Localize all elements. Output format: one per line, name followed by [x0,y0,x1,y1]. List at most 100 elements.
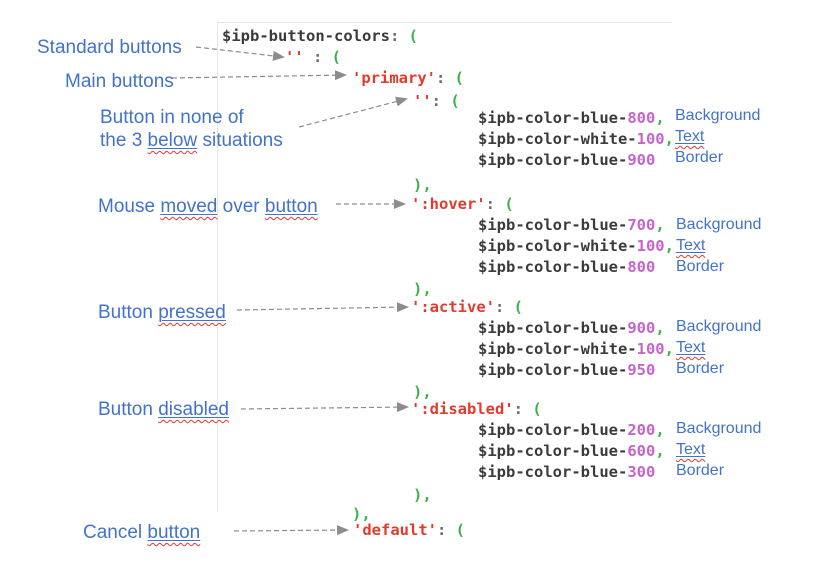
legend-label-text: Text [675,129,704,145]
code-line: 'primary': ( [352,70,464,87]
misspelled-word: moved [160,196,217,217]
code-line: $ipb-color-blue-200, [478,422,665,439]
code-token: 100 [636,130,665,148]
legend-label-border: Border [675,150,723,166]
label-text: the 3 [100,130,148,151]
code-token: , [655,442,665,460]
code-token: $ipb-color-blue- [478,421,628,439]
label-button-disabled: Button disabled [98,398,229,421]
label-text: Background [676,318,762,335]
code-token: 'default' [353,521,437,539]
misspelled-word: Text [676,237,705,254]
code-token: ':hover' [411,195,486,213]
code-token: : [437,521,456,539]
label-text: Background [676,420,762,437]
label-text: over [217,196,265,217]
code-line: $ipb-color-blue-800, [478,110,665,127]
misspelled-word: Text [676,339,705,356]
code-token: ( [331,48,342,66]
label-line: the 3 below situations [100,129,283,152]
code-token: ( [450,92,460,110]
label-line: Button pressed [98,301,226,324]
misspelled-word-text: Text [676,441,706,458]
code-token: : [513,400,533,418]
misspelled-word-text: below [147,130,198,151]
code-token: $ipb-color-white- [478,130,637,148]
legend-label-border: Border [676,361,724,377]
label-text: Background [676,216,762,233]
label-text: Border [676,258,725,275]
code-token: 900 [627,151,656,169]
label-text: Border [676,360,725,377]
label-line: Cancel button [83,521,200,544]
code-line: $ipb-color-blue-300 [478,464,655,481]
code-line: 'default': ( [353,522,465,539]
label-line: Main buttons [65,70,174,93]
legend-label-text: Text [676,238,705,254]
misspelled-word-text: Text [675,128,705,145]
code-token: : [495,298,514,316]
label-line: Standard buttons [37,36,182,59]
code-line: ), [413,487,432,504]
code-line: ':disabled': ( [411,401,542,418]
code-token: $ipb-color-blue- [478,258,628,276]
code-line: ':hover': ( [411,196,514,213]
code-token: ':active' [411,298,495,316]
code-token: 950 [627,361,656,379]
code-token: ( [532,400,542,418]
label-main-buttons: Main buttons [65,70,174,93]
code-line: ), [413,384,432,401]
misspelled-word: Text [676,441,705,458]
annotation-arrow [236,302,409,313]
code-token: : [485,195,505,213]
code-line: ), [413,177,432,194]
code-line: '' : ( [285,49,341,66]
label-text: Button [98,302,159,323]
legend-label-background: Background [676,421,761,437]
misspelled-word-text: disabled [158,399,229,420]
label-standard-buttons: Standard buttons [37,36,182,59]
code-line: $ipb-color-blue-900 [478,152,655,169]
code-token: , [655,319,665,337]
code-token: , [664,237,674,255]
code-token: ), [413,176,432,194]
legend-label-border: Border [676,259,724,275]
code-line: ), [413,281,432,298]
code-token: '' [285,48,304,66]
code-token: , [655,421,665,439]
code-token: : [436,69,455,87]
label-mouse-over: Mouse moved over button [98,195,318,218]
code-line: $ipb-color-blue-800 [478,259,655,276]
code-token: 900 [627,319,656,337]
code-token: ( [454,69,465,87]
code-token: ( [504,195,514,213]
code-line: $ipb-color-blue-700, [478,217,665,234]
code-token: , [664,130,674,148]
code-token: $ipb-color-blue- [478,442,628,460]
code-line: $ipb-color-blue-600, [478,443,665,460]
misspelled-word: below [148,130,198,151]
label-text: Button [98,399,159,420]
annotation-arrow [233,525,349,536]
code-token: ), [413,486,432,504]
code-token: 100 [636,237,665,255]
code-token: $ipb-color-white- [478,237,637,255]
code-token: ), [352,505,371,523]
code-token: 100 [636,340,665,358]
misspelled-word-text: moved [160,196,218,217]
code-token: $ipb-color-blue- [478,216,628,234]
misspelled-word-text: button [147,522,201,543]
code-line: ), [352,506,371,523]
legend-label-text: Text [676,340,705,356]
code-line: $ipb-color-blue-900, [478,320,665,337]
code-line: $ipb-button-colors: ( [222,28,418,45]
annotation-arrow [171,70,347,81]
code-line: '': ( [413,93,460,110]
annotation-arrow [195,46,285,61]
label-text: Standard buttons [37,37,182,58]
code-line: $ipb-color-blue-950 [478,362,655,379]
code-token: 700 [627,216,656,234]
code-token: 800 [627,109,656,127]
